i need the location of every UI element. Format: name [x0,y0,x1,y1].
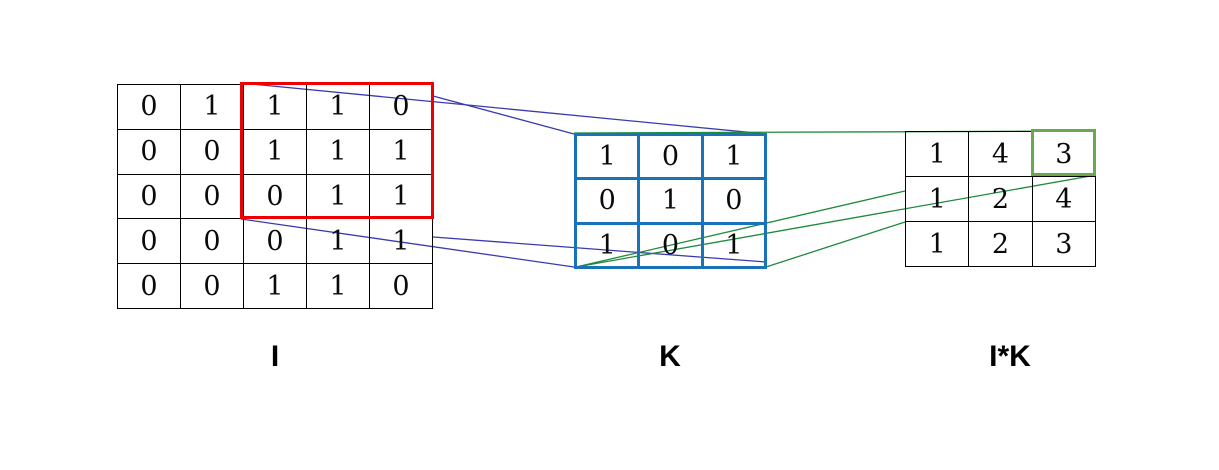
input-cell: 1 [244,264,307,309]
input-cell: 0 [244,174,307,220]
kernel-matrix-label: K [659,340,681,373]
kernel-cell: 0 [577,180,641,225]
kernel-cell: 0 [703,180,767,225]
input-cell: 0 [181,174,244,220]
input-matrix-label: I [270,340,280,373]
kernel-cell: 1 [577,136,641,181]
kernel-cell: 1 [577,224,641,269]
input-cell: 1 [370,219,433,265]
input-cell: 0 [370,264,433,309]
output-cell: 4 [1032,177,1096,222]
input-cell: 1 [370,129,433,175]
input-cell: 1 [307,264,370,309]
connector-kernel-bottomright-to-output-bottomleft [765,221,906,268]
input-cell: 0 [118,85,181,130]
input-cell: 0 [118,219,181,265]
input-cell: 0 [118,264,181,309]
connector-input-topright-to-kernel-topleft [432,95,575,135]
input-cell: 1 [370,174,433,220]
input-cell: 0 [181,219,244,265]
output-cell: 4 [969,132,1033,177]
kernel-cell: 1 [703,224,767,269]
input-cell: 1 [244,129,307,175]
input-cell: 1 [307,174,370,220]
input-cell: 0 [370,85,433,130]
kernel-cell: 0 [640,136,704,181]
input-matrix: 0 1 1 1 0 0 0 1 1 1 0 0 0 1 1 0 0 0 1 1 … [117,84,433,309]
output-cell: 3 [1032,222,1096,267]
output-cell: 1 [906,177,970,222]
output-cell: 1 [906,222,970,267]
kernel-matrix: 1 0 1 0 1 0 1 0 1 [574,133,767,269]
output-matrix: 1 4 3 1 2 4 1 2 3 [905,131,1096,267]
input-cell: 1 [307,219,370,265]
input-cell: 1 [244,85,307,130]
kernel-cell: 1 [703,136,767,181]
input-cell: 0 [118,129,181,175]
input-cell: 1 [307,85,370,130]
input-cell: 0 [118,174,181,220]
kernel-cell: 0 [640,224,704,269]
input-cell: 0 [244,219,307,265]
output-cell: 3 [1032,132,1096,177]
input-cell: 1 [307,129,370,175]
output-matrix-label: I*K [989,340,1031,373]
output-cell: 2 [969,177,1033,222]
input-cell: 0 [181,264,244,309]
kernel-cell: 1 [640,180,704,225]
input-cell: 0 [181,129,244,175]
output-cell: 1 [906,132,970,177]
input-cell: 1 [181,85,244,130]
output-cell: 2 [969,222,1033,267]
